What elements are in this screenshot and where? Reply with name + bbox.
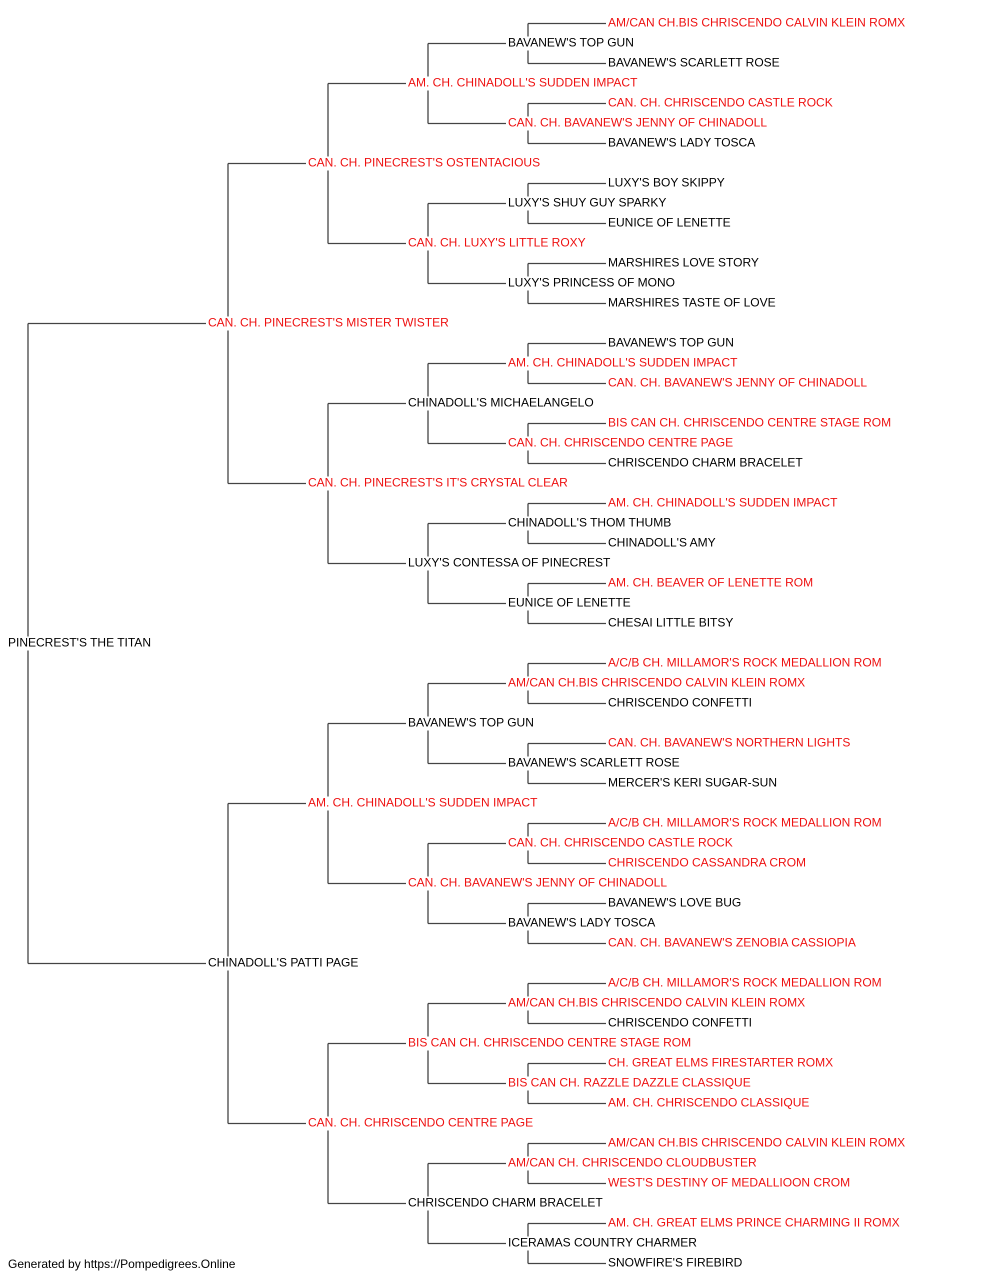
ancestor-name-gen-4: BAVANEW'S LADY TOSCA [508, 916, 655, 930]
ancestor-name-gen-3: CAN. CH. BAVANEW'S JENNY OF CHINADOLL [408, 876, 667, 890]
ancestor-name-gen-5: CAN. CH. BAVANEW'S NORTHERN LIGHTS [608, 736, 850, 750]
ancestor-name-gen-3: BIS CAN CH. CHRISCENDO CENTRE STAGE ROM [408, 1036, 691, 1050]
ancestor-name-gen-5: A/C/B CH. MILLAMOR'S ROCK MEDALLION ROM [608, 976, 882, 990]
ancestor-name-gen-5: CAN. CH. BAVANEW'S JENNY OF CHINADOLL [608, 376, 867, 390]
ancestor-name-gen-2: CAN. CH. PINECREST'S IT'S CRYSTAL CLEAR [308, 476, 568, 490]
footer-credit: Generated by https://Pompedigrees.Online [8, 1257, 236, 1271]
ancestor-name-gen-5: EUNICE OF LENETTE [608, 216, 731, 230]
ancestor-name-gen-5: CHRISCENDO CONFETTI [608, 696, 752, 710]
ancestor-name-gen-3: CHINADOLL'S MICHAELANGELO [408, 396, 594, 410]
ancestor-name-gen-5: A/C/B CH. MILLAMOR'S ROCK MEDALLION ROM [608, 816, 882, 830]
ancestor-name-gen-4: ICERAMAS COUNTRY CHARMER [508, 1236, 697, 1250]
ancestor-name-gen-1: CAN. CH. PINECREST'S MISTER TWISTER [208, 316, 449, 330]
ancestor-name-gen-5: CAN. CH. CHRISCENDO CASTLE ROCK [608, 96, 833, 110]
ancestor-name-gen-2: CAN. CH. CHRISCENDO CENTRE PAGE [308, 1116, 533, 1130]
ancestor-name-gen-5: AM/CAN CH.BIS CHRISCENDO CALVIN KLEIN RO… [608, 16, 905, 30]
ancestor-name-gen-4: AM/CAN CH.BIS CHRISCENDO CALVIN KLEIN RO… [508, 996, 805, 1010]
ancestor-name-gen-5: AM. CH. CHINADOLL'S SUDDEN IMPACT [608, 496, 838, 510]
ancestor-name-gen-5: BAVANEW'S LADY TOSCA [608, 136, 755, 150]
ancestor-name-gen-5: BAVANEW'S TOP GUN [608, 336, 734, 350]
ancestor-name-gen-4: AM/CAN CH.BIS CHRISCENDO CALVIN KLEIN RO… [508, 676, 805, 690]
ancestor-name-gen-5: CHRISCENDO CASSANDRA CROM [608, 856, 806, 870]
ancestor-name-gen-4: EUNICE OF LENETTE [508, 596, 631, 610]
ancestor-name-gen-5: CHRISCENDO CHARM BRACELET [608, 456, 803, 470]
ancestor-name-gen-4: CAN. CH. BAVANEW'S JENNY OF CHINADOLL [508, 116, 767, 130]
ancestor-name-gen-4: LUXY'S PRINCESS OF MONO [508, 276, 675, 290]
ancestor-name-gen-3: LUXY'S CONTESSA OF PINECREST [408, 556, 611, 570]
ancestor-name-gen-5: BAVANEW'S SCARLETT ROSE [608, 56, 780, 70]
ancestor-name-gen-5: CH. GREAT ELMS FIRESTARTER ROMX [608, 1056, 833, 1070]
ancestor-name-gen-5: MARSHIRES TASTE OF LOVE [608, 296, 776, 310]
ancestor-name-gen-4: LUXY'S SHUY GUY SPARKY [508, 196, 666, 210]
ancestor-name-gen-4: AM/CAN CH. CHRISCENDO CLOUDBUSTER [508, 1156, 757, 1170]
ancestor-name-gen-2: AM. CH. CHINADOLL'S SUDDEN IMPACT [308, 796, 538, 810]
ancestor-name-gen-4: CAN. CH. CHRISCENDO CENTRE PAGE [508, 436, 733, 450]
ancestor-name-gen-5: CAN. CH. BAVANEW'S ZENOBIA CASSIOPIA [608, 936, 856, 950]
ancestor-name-gen-5: CHINADOLL'S AMY [608, 536, 716, 550]
ancestor-name-gen-4: CHINADOLL'S THOM THUMB [508, 516, 671, 530]
ancestor-name-gen-5: MARSHIRES LOVE STORY [608, 256, 759, 270]
ancestor-name-gen-4: BIS CAN CH. RAZZLE DAZZLE CLASSIQUE [508, 1076, 751, 1090]
ancestor-name-gen-4: BAVANEW'S SCARLETT ROSE [508, 756, 680, 770]
ancestor-name-gen-5: CHESAI LITTLE BITSY [608, 616, 733, 630]
ancestor-name-gen-3: BAVANEW'S TOP GUN [408, 716, 534, 730]
ancestor-name-gen-5: AM. CH. GREAT ELMS PRINCE CHARMING II RO… [608, 1216, 900, 1230]
ancestor-name-gen-5: SNOWFIRE'S FIREBIRD [608, 1256, 743, 1270]
ancestor-name-gen-3: CAN. CH. LUXY'S LITTLE ROXY [408, 236, 586, 250]
ancestor-name-gen-5: A/C/B CH. MILLAMOR'S ROCK MEDALLION ROM [608, 656, 882, 670]
ancestor-name-gen-4: CAN. CH. CHRISCENDO CASTLE ROCK [508, 836, 733, 850]
ancestor-name-gen-5: WEST'S DESTINY OF MEDALLIOON CROM [608, 1176, 850, 1190]
ancestor-name-gen-3: CHRISCENDO CHARM BRACELET [408, 1196, 603, 1210]
ancestor-name-gen-5: LUXY'S BOY SKIPPY [608, 176, 725, 190]
ancestor-name-gen-5: CHRISCENDO CONFETTI [608, 1016, 752, 1030]
ancestor-name-gen-3: AM. CH. CHINADOLL'S SUDDEN IMPACT [408, 76, 638, 90]
ancestor-name-gen-5: AM. CH. BEAVER OF LENETTE ROM [608, 576, 813, 590]
ancestor-name-gen-5: MERCER'S KERI SUGAR-SUN [608, 776, 777, 790]
ancestor-name-gen-1: CHINADOLL'S PATTI PAGE [208, 956, 358, 970]
ancestor-name-gen-5: BAVANEW'S LOVE BUG [608, 896, 741, 910]
ancestor-name-gen-4: AM. CH. CHINADOLL'S SUDDEN IMPACT [508, 356, 738, 370]
ancestor-name-gen-4: BAVANEW'S TOP GUN [508, 36, 634, 50]
ancestor-name-gen-2: CAN. CH. PINECREST'S OSTENTACIOUS [308, 156, 540, 170]
ancestor-name-gen-5: AM. CH. CHRISCENDO CLASSIQUE [608, 1096, 809, 1110]
subject-dog-name: PINECREST'S THE TITAN [8, 636, 151, 650]
ancestor-name-gen-5: BIS CAN CH. CHRISCENDO CENTRE STAGE ROM [608, 416, 891, 430]
ancestor-name-gen-5: AM/CAN CH.BIS CHRISCENDO CALVIN KLEIN RO… [608, 1136, 905, 1150]
